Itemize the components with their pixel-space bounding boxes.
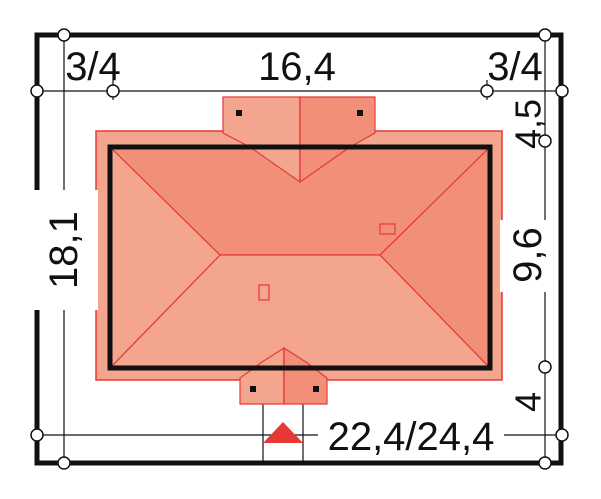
column-posts [236, 110, 363, 392]
label-backgrounds [30, 190, 558, 458]
chimney [379, 223, 396, 235]
dim-bottom-label: 22,4/24,4 [328, 415, 495, 459]
dim-top-right: 3/4 [487, 45, 543, 89]
entrance-path [262, 404, 304, 463]
dim-right-bottom: 4 [508, 392, 549, 412]
dim-top-center: 16,4 [258, 45, 336, 89]
entrance-marker [263, 422, 303, 443]
dim-right-top: 4,5 [508, 99, 549, 149]
building-walls [107, 144, 493, 371]
top-dormer [222, 96, 376, 184]
dim-top-left: 3/4 [65, 45, 121, 89]
chimney [258, 284, 270, 301]
dim-left-side: 18,1 [42, 211, 86, 289]
dim-right-middle: 9,6 [506, 227, 550, 283]
dimension-markers [30, 28, 569, 470]
